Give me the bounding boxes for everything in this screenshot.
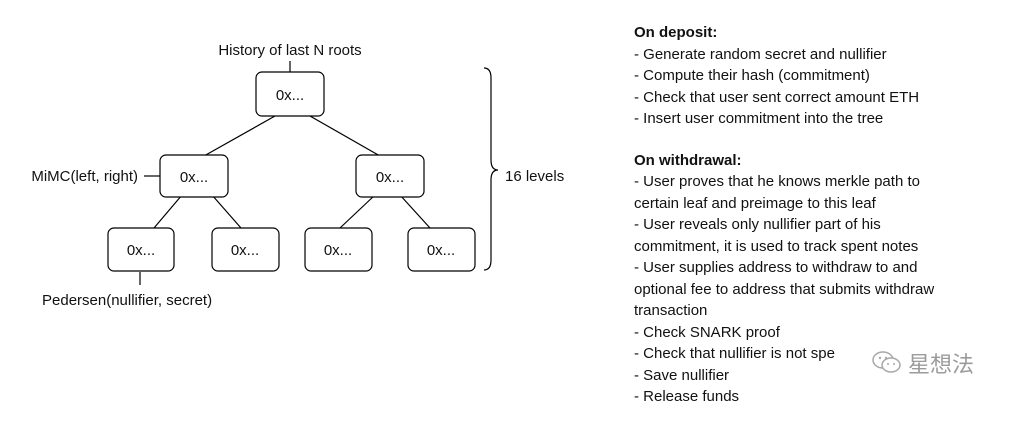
wechat-icon — [872, 351, 901, 373]
edge-right-leaf3 — [339, 194, 376, 229]
deposit-heading: On deposit: — [634, 24, 718, 41]
deposit-step: - Check that user sent correct amount ET… — [634, 88, 920, 106]
tree-leaf-3: 0x... — [304, 227, 373, 272]
tree-leaf-4: 0x... — [407, 227, 476, 272]
withdrawal-heading: On withdrawal: — [634, 151, 742, 169]
withdrawal-step: - User proves that he knows merkle path … — [634, 173, 920, 190]
tree-leaf-1: 0x... — [107, 227, 175, 272]
pedersen-annotation: Pedersen(nullifier, secret) — [42, 292, 212, 309]
withdrawal-steps: - User proves that he knows merkle path … — [634, 171, 1019, 408]
tree-node-left: 0x... — [159, 154, 229, 198]
deposit-step: - Generate random secret and nullifier — [634, 45, 887, 63]
edge-root-right — [309, 115, 381, 157]
mimc-annotation: MiMC(left, right) — [31, 168, 138, 185]
deposit-steps: - Generate random secret and nullifier -… — [634, 44, 1019, 130]
edge-left-leaf1 — [153, 194, 183, 229]
root-history-annotation: History of last N roots — [218, 42, 361, 59]
withdrawal-step: - Save nullifier — [634, 366, 730, 384]
node-label: 0x... — [180, 169, 208, 186]
withdrawal-step: - Release funds — [634, 388, 740, 405]
deposit-step: - Compute their hash (commitment) — [634, 67, 870, 84]
levels-brace — [483, 67, 499, 271]
withdrawal-step: - User reveals only nullifier part of hi… — [634, 216, 881, 233]
edge-left-leaf2 — [211, 194, 242, 229]
node-label: 0x... — [231, 242, 259, 259]
withdrawal-step: commitment, it is used to track spent no… — [634, 237, 919, 255]
withdrawal-step: - User supplies address to withdraw to a… — [634, 259, 918, 276]
levels-count-label: 16 levels — [505, 168, 564, 185]
withdrawal-step: transaction — [634, 302, 708, 319]
tree-root-node: 0x... — [255, 71, 325, 117]
withdrawal-step: optional fee to address that submits wit… — [634, 280, 935, 298]
node-label: 0x... — [324, 242, 352, 259]
deposit-step: - Insert user commitment into the tree — [634, 110, 884, 127]
edge-right-leaf4 — [399, 194, 431, 229]
protocol-notes: On deposit: - Generate random secret and… — [634, 22, 1019, 408]
tree-edges — [139, 61, 499, 285]
watermark-text: 星想法 — [908, 353, 975, 378]
watermark: 星想法 — [872, 349, 975, 378]
tree-leaf-2: 0x... — [211, 227, 280, 272]
node-label: 0x... — [427, 242, 455, 259]
withdrawal-step: certain leaf and preimage to this leaf — [634, 194, 876, 212]
withdrawal-step: - Check that nullifier is not spe — [634, 345, 835, 362]
node-label: 0x... — [276, 87, 304, 104]
tree-node-right: 0x... — [355, 154, 425, 198]
edge-root-left — [203, 115, 276, 157]
node-label: 0x... — [376, 169, 404, 186]
withdrawal-step: - Check SNARK proof — [634, 323, 780, 341]
node-label: 0x... — [127, 242, 155, 259]
